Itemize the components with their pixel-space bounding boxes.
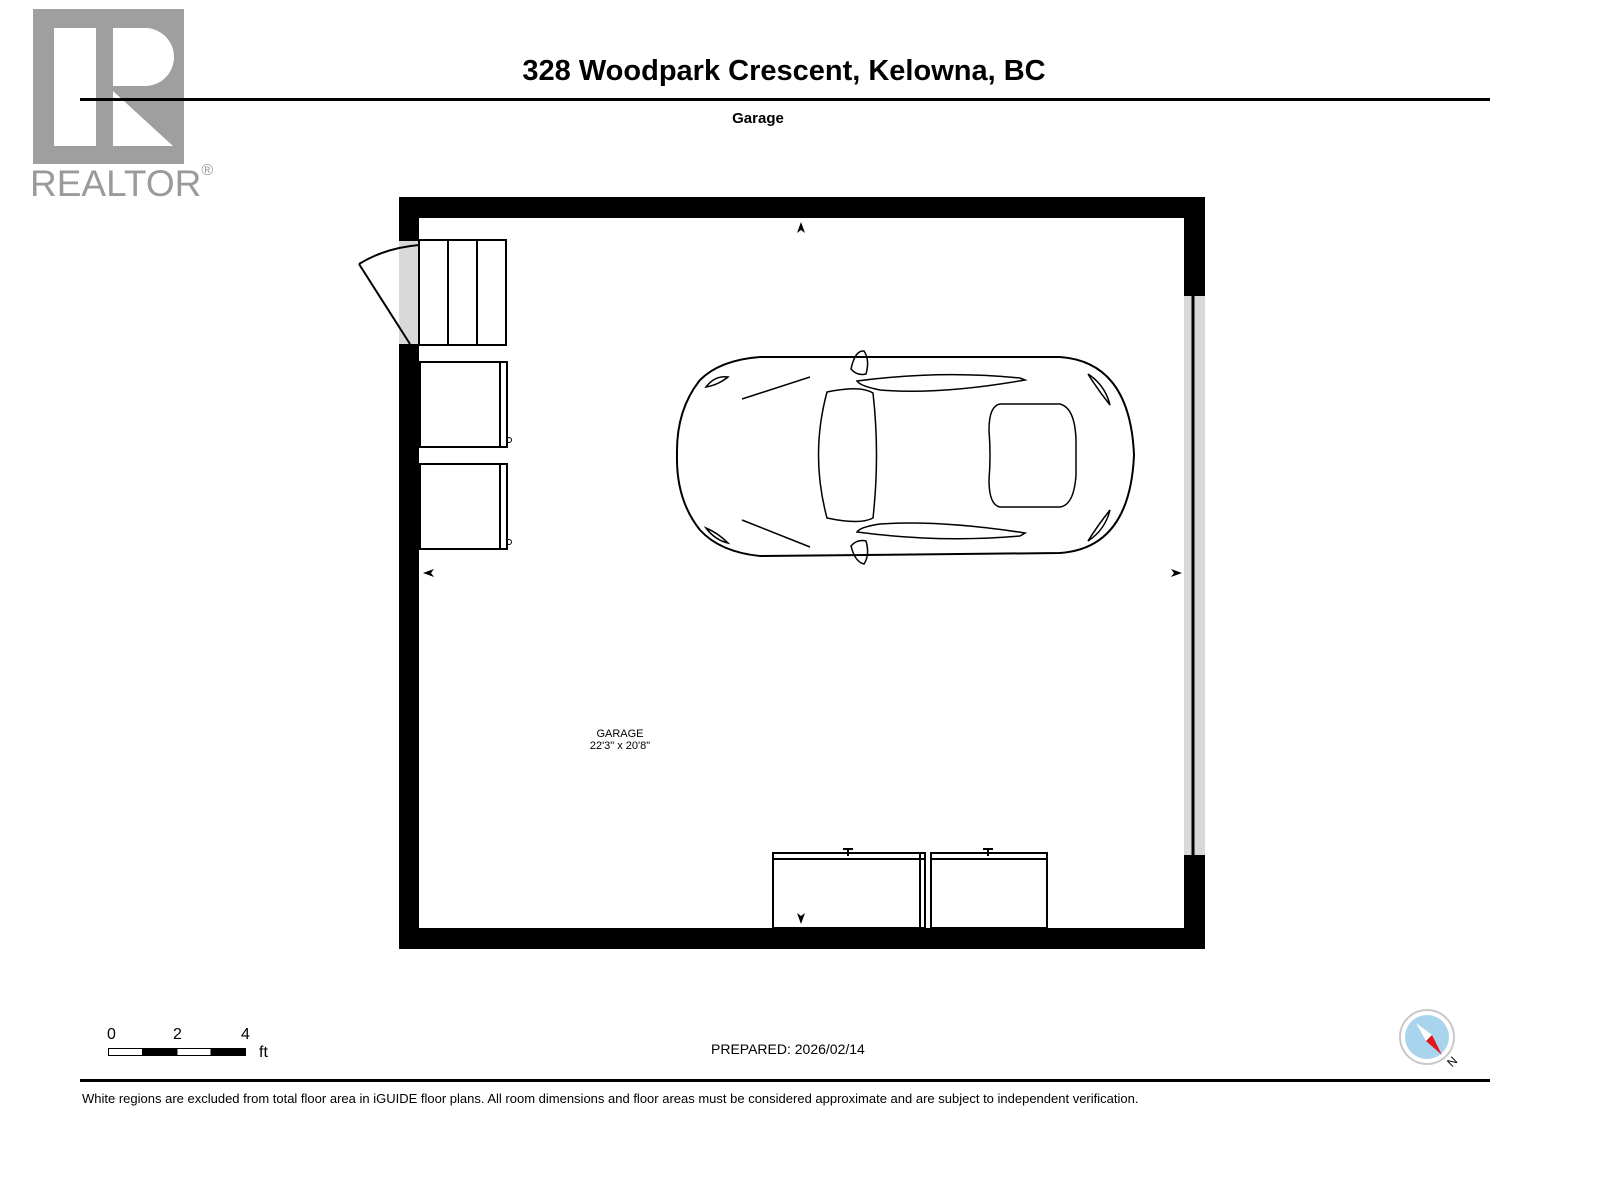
realtor-r-icon (33, 9, 184, 164)
realtor-brand-text: REALTOR (30, 163, 202, 204)
registered-mark: ® (201, 162, 214, 179)
scale-bar (108, 1048, 246, 1056)
header-divider (80, 98, 1490, 101)
footer-divider (80, 1079, 1490, 1082)
car-icon (675, 350, 1136, 565)
arrow-left-icon (423, 569, 434, 577)
realtor-wordmark: REALTOR® (30, 162, 214, 204)
left-cabinets (419, 361, 512, 550)
arrow-right-icon (1171, 569, 1182, 577)
scale-tick-4: 4 (241, 1026, 250, 1043)
prepared-date: PREPARED: 2026/02/14 (711, 1041, 865, 1057)
scale-unit: ft (259, 1044, 268, 1061)
scale-tick-2: 2 (173, 1026, 182, 1043)
disclaimer-text: White regions are excluded from total fl… (82, 1091, 1139, 1106)
scale-tick-0: 0 (107, 1026, 116, 1043)
page-title: 328 Woodpark Crescent, Kelowna, BC (522, 55, 1046, 87)
compass-north-label: N (1444, 1054, 1460, 1070)
dimension-arrows (423, 222, 1182, 924)
garage-door (1184, 296, 1205, 855)
room-dimensions: 22'3" x 20'8" (589, 740, 651, 752)
walls (399, 197, 1205, 949)
realtor-logo (33, 9, 184, 164)
scale-bar-labels: 0 2 4 (104, 1026, 274, 1044)
floor-label: Garage (732, 110, 784, 127)
arrow-down-icon (797, 913, 805, 924)
stairs (418, 239, 507, 346)
room-label-garage: GARAGE 22'3" x 20'8" (560, 728, 680, 752)
room-name: GARAGE (596, 728, 644, 740)
arrow-up-icon (797, 222, 805, 233)
compass-icon: N (1399, 1009, 1460, 1070)
bottom-cabinets (772, 848, 1048, 929)
entry-door (358, 241, 420, 345)
